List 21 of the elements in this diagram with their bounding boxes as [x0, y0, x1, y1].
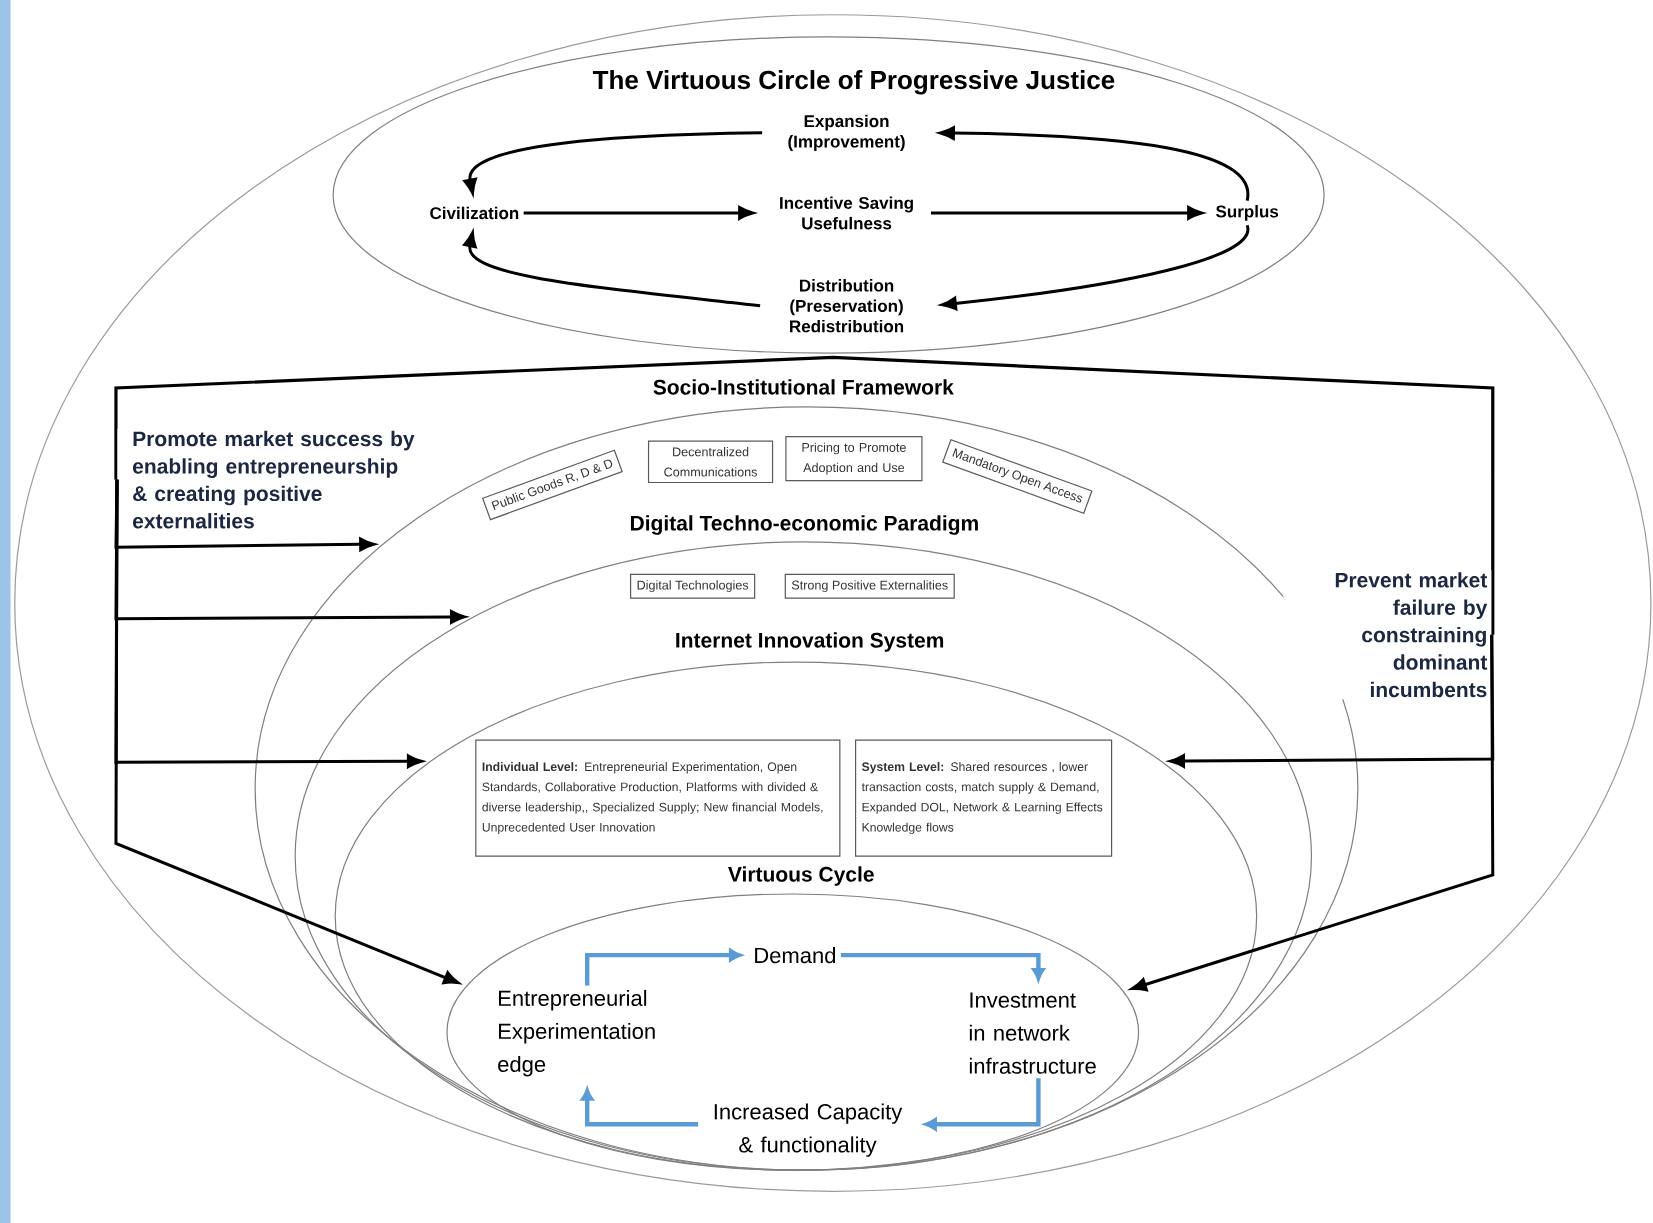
- cycle-step: Investment in network infrastructure: [969, 992, 1096, 1074]
- arrow: [585, 948, 742, 986]
- feature-box: Strong Positive Externalities: [784, 573, 955, 599]
- cycle-step: Demand: [755, 947, 836, 964]
- cycle-step: Entrepreneurial Experimentation edge: [498, 989, 655, 1077]
- policy-box: Public Goods R, D & D: [481, 449, 623, 521]
- concept-label: Civilization: [430, 206, 519, 220]
- policy-box: Decentralized Communications: [647, 440, 774, 484]
- node-label: Socio-Institutional Framework: [653, 379, 954, 395]
- description-box: Individual Level: Entrepreneurial Experimentation, Open Standards, Collaborative Production, Platforms with divided & diverse leadership,, Specialized Supply; New financial Models, Unprecedented User Innovation: [475, 739, 841, 857]
- concept-label: Distribution (Preservation) Redistribution: [790, 279, 904, 333]
- node-label: Virtuous Cycle: [728, 866, 874, 886]
- policy-box: Pricing to Promote Adoption and Use: [785, 436, 923, 482]
- concept-label: Expansion (Improvement): [788, 114, 905, 151]
- description-box: System Level: Shared resources , lower transaction costs, match supply & Demand, Expanded DOL, Network & Learning Effects Knowledge flows: [855, 739, 1113, 857]
- node-label: Internet Innovation System: [676, 632, 944, 652]
- concept-label: Incentive Saving Usefulness: [780, 196, 913, 230]
- cycle-step: Increased Capacity & functionality: [714, 1103, 903, 1157]
- concept-label: Surplus: [1216, 205, 1279, 221]
- node-label: Digital Techno-economic Paradigm: [630, 515, 978, 535]
- feature-box: Digital Technologies: [630, 573, 756, 599]
